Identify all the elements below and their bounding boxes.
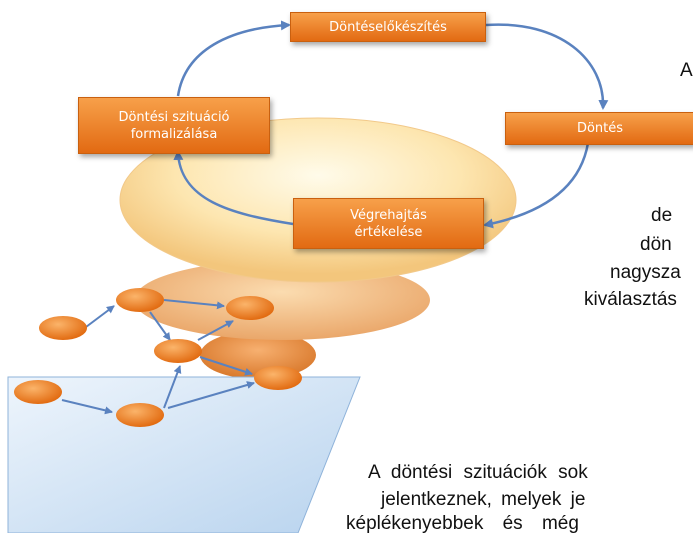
network-edge <box>167 381 255 409</box>
cycle-label-left-2: formalizálása <box>130 126 218 142</box>
cycle-label-top: Döntéselőkészítés <box>329 19 447 35</box>
network-node <box>116 288 164 312</box>
network-node <box>226 296 274 320</box>
arrow-left-to-top <box>176 20 291 97</box>
arrow-right-to-bottom <box>483 142 590 229</box>
cycle-label-left-1: Döntési szituáció <box>118 109 230 125</box>
paragraph-line-1: A döntési szituációk sok <box>368 462 588 483</box>
network-node <box>39 316 87 340</box>
paragraph-line-2: jelentkeznek, melyek je <box>381 489 586 510</box>
paragraph-line-3: képlékenyebbek és még <box>346 513 579 534</box>
network-edges <box>61 299 255 415</box>
text-line-5: kiválasztás <box>584 289 677 310</box>
network-edge <box>149 311 171 341</box>
cycle-label-right: Döntés <box>576 121 624 136</box>
cycle-label-bottom-2: értékelése <box>354 224 423 240</box>
cycle-box-top: Döntéselőkészítés <box>290 12 486 42</box>
network-node <box>154 339 202 363</box>
cycle-box-bottom: Végrehajtás értékelése <box>293 198 484 249</box>
text-line-1: A <box>680 60 693 81</box>
network-edge <box>197 320 234 341</box>
network-node <box>254 366 302 390</box>
cycle-label-bottom-1: Végrehajtás <box>350 207 427 223</box>
network-edge <box>85 305 115 328</box>
network-edge <box>163 365 182 409</box>
arrow-top-to-right <box>485 23 609 110</box>
network-nodes <box>14 288 302 427</box>
network-node <box>116 403 164 427</box>
cycle-box-right: Döntés <box>505 112 693 145</box>
text-line-3: dön <box>640 234 672 255</box>
network-node <box>14 380 62 404</box>
network-edge <box>61 399 113 415</box>
text-line-4: nagysza <box>610 262 681 283</box>
network-edge <box>163 299 225 310</box>
arrow-bottom-to-left <box>173 150 294 226</box>
network-panel <box>7 376 361 533</box>
text-line-2: de <box>651 205 673 226</box>
cycle-box-left: Döntési szituáció formalizálása <box>78 97 270 154</box>
network-edge <box>199 356 253 376</box>
